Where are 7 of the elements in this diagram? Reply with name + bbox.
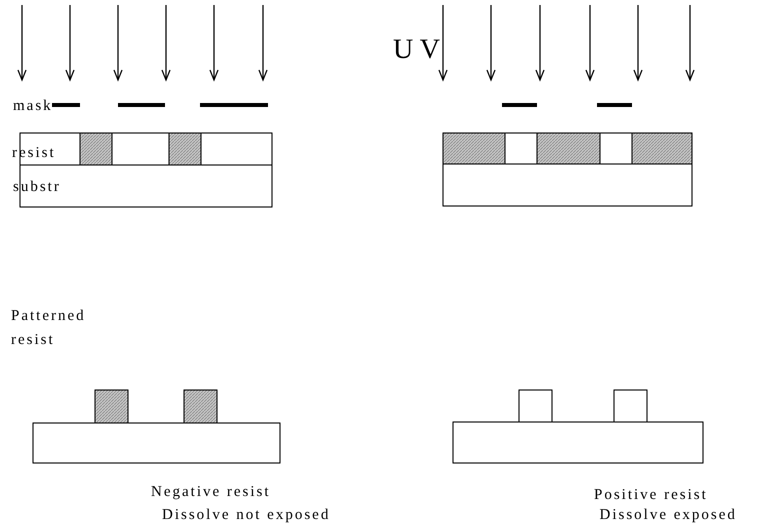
uv-label: U V	[393, 34, 440, 66]
step-label: Patterned resist	[11, 307, 87, 350]
description-label: Dissolve exposed	[600, 507, 737, 523]
description-label: Dissolve not exposed	[162, 507, 330, 523]
layer-label: mask	[13, 98, 53, 115]
resist-type-label: Negative resist	[151, 484, 271, 501]
resist-type-label: Positive resist	[594, 487, 708, 504]
